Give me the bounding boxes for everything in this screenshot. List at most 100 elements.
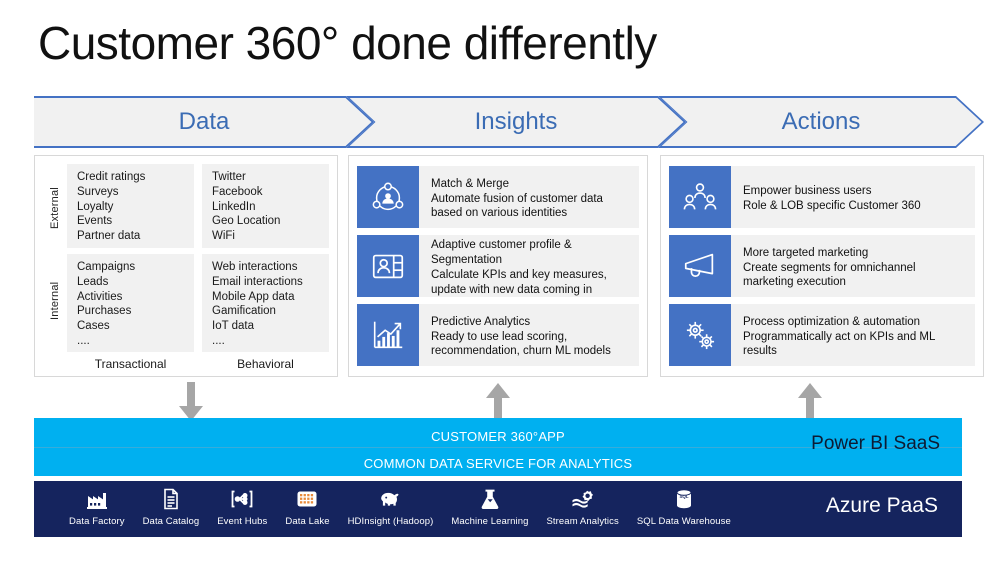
- customer-profile-card-icon: [357, 235, 419, 297]
- stage-label-data: Data: [178, 108, 230, 135]
- azure-service-data-factory[interactable]: Data Factory: [60, 486, 134, 527]
- actions-list: Empower business users Role & LOB specif…: [669, 166, 975, 368]
- stage-chevron-data[interactable]: Data: [34, 96, 374, 148]
- insight-item-adaptive-profile[interactable]: Adaptive customer profile & Segmentation…: [357, 235, 639, 297]
- list-item: Facebook: [212, 185, 263, 198]
- column-label-behavioral: Behavioral: [237, 356, 294, 371]
- data-cells: Credit ratings Surveys Loyalty Events Pa…: [67, 164, 329, 371]
- list-item: Campaigns: [77, 260, 136, 273]
- arrow-up-cds-to-insights-icon: [485, 382, 511, 422]
- list-item: Partner data: [77, 230, 141, 243]
- azure-service-data-catalog[interactable]: Data Catalog: [134, 486, 209, 527]
- list-item: Email interactions: [212, 275, 303, 288]
- cell-external-transactional: Credit ratings Surveys Loyalty Events Pa…: [67, 164, 194, 248]
- action-description: Role & LOB specific Customer 360: [743, 199, 921, 212]
- data-matrix: External Internal Credit ratings Surveys…: [43, 164, 329, 371]
- insight-text: Match & Merge Automate fusion of custome…: [419, 166, 639, 228]
- azure-service-label: HDInsight (Hadoop): [347, 516, 434, 527]
- list-item: Credit ratings: [77, 171, 146, 183]
- cell-internal-transactional: Campaigns Leads Activities Purchases Cas…: [67, 253, 194, 352]
- action-item-empower-users[interactable]: Empower business users Role & LOB specif…: [669, 166, 975, 228]
- azure-service-label: Event Hubs: [217, 516, 268, 527]
- stage-chevron-actions[interactable]: Actions: [658, 96, 984, 148]
- stage-label-insights: Insights: [474, 108, 558, 135]
- svg-text:SQL: SQL: [679, 494, 688, 499]
- list-item: Mobile App data: [212, 290, 295, 303]
- stage-label-actions: Actions: [781, 108, 861, 135]
- business-users-group-icon: [669, 166, 731, 228]
- list-item: Gamification: [212, 305, 276, 318]
- azure-service-machine-learning[interactable]: Machine Learning: [442, 486, 537, 527]
- event-hubs-icon: [230, 486, 254, 512]
- action-text: Empower business users Role & LOB specif…: [731, 166, 975, 228]
- azure-service-label: Stream Analytics: [546, 516, 619, 527]
- action-heading: More targeted marketing: [743, 246, 869, 259]
- list-item: Loyalty: [77, 200, 114, 213]
- list-item: Events: [77, 215, 113, 228]
- azure-service-data-lake[interactable]: Data Lake: [276, 486, 338, 527]
- insight-heading: Predictive Analytics: [431, 315, 531, 328]
- page-title: Customer 360° done differently: [38, 17, 657, 69]
- list-item: Web interactions: [212, 260, 298, 273]
- data-lake-icon: [295, 486, 319, 512]
- row-label-external: External: [49, 187, 61, 229]
- list-item: IoT data: [212, 320, 254, 333]
- chevron-insights-outline: [346, 96, 686, 148]
- predictive-analytics-chart-icon: [357, 304, 419, 366]
- insights-list: Match & Merge Automate fusion of custome…: [357, 166, 639, 368]
- stream-analytics-icon: [571, 486, 595, 512]
- list-item: WiFi: [212, 230, 235, 243]
- action-description: Programmatically act on KPIs and ML resu…: [743, 330, 935, 358]
- action-text: More targeted marketing Create segments …: [731, 235, 975, 297]
- action-item-targeted-marketing[interactable]: More targeted marketing Create segments …: [669, 235, 975, 297]
- cell-internal-behavioral: Web interactions Email interactions Mobi…: [202, 253, 329, 352]
- list-item: Purchases: [77, 305, 132, 318]
- azure-service-event-hubs[interactable]: Event Hubs: [208, 486, 276, 527]
- azure-services-strip: Data Factory Data Catalog: [60, 486, 740, 532]
- cds-divider: [34, 447, 962, 448]
- insight-item-match-merge[interactable]: Match & Merge Automate fusion of custome…: [357, 166, 639, 228]
- list-item: ....: [212, 334, 225, 347]
- insight-description: Calculate KPIs and key measures, update …: [431, 269, 607, 296]
- azure-service-label: Data Catalog: [142, 516, 200, 527]
- data-catalog-icon: [159, 486, 183, 512]
- azure-service-stream-analytics[interactable]: Stream Analytics: [537, 486, 627, 527]
- arrow-down-data-to-cds-icon: [178, 382, 204, 422]
- action-heading: Empower business users: [743, 184, 872, 197]
- data-panel: External Internal Credit ratings Surveys…: [34, 155, 338, 377]
- insight-description: Automate fusion of customer data based o…: [431, 192, 603, 220]
- customer-360-app-label: CUSTOMER 360°APP: [431, 429, 565, 444]
- match-merge-network-icon: [357, 166, 419, 228]
- arrow-up-cds-to-actions-icon: [797, 382, 823, 422]
- list-item: Leads: [77, 275, 109, 288]
- action-text: Process optimization & automation Progra…: [731, 304, 975, 366]
- data-factory-icon: [85, 486, 109, 512]
- hdinsight-elephant-icon: [378, 486, 402, 512]
- azure-paas-bar[interactable]: Data Factory Data Catalog: [34, 481, 962, 537]
- column-label-transactional: Transactional: [94, 356, 167, 371]
- azure-service-label: SQL Data Warehouse: [636, 516, 731, 527]
- power-bi-saas-label: Power BI SaaS: [811, 433, 940, 454]
- machine-learning-flask-icon: [478, 486, 502, 512]
- azure-service-sql-data-warehouse[interactable]: SQL SQL Data Warehouse: [628, 486, 740, 527]
- sql-data-warehouse-icon: SQL: [672, 486, 696, 512]
- data-row-external: Credit ratings Surveys Loyalty Events Pa…: [67, 164, 329, 248]
- stage-chevron-insights[interactable]: Insights: [346, 96, 686, 148]
- list-item: LinkedIn: [212, 200, 256, 213]
- azure-service-hdinsight[interactable]: HDInsight (Hadoop): [339, 486, 443, 527]
- list-item: ....: [77, 334, 90, 347]
- insight-text: Adaptive customer profile & Segmentation…: [419, 235, 639, 297]
- azure-paas-label: Azure PaaS: [825, 494, 938, 517]
- list-item: Twitter: [212, 171, 246, 183]
- list-item: Geo Location: [212, 215, 281, 228]
- megaphone-marketing-icon: [669, 235, 731, 297]
- action-item-process-optimization[interactable]: Process optimization & automation Progra…: [669, 304, 975, 366]
- cell-external-behavioral: Twitter Facebook LinkedIn Geo Location W…: [202, 164, 329, 248]
- common-data-service-bar[interactable]: CUSTOMER 360°APP COMMON DATA SERVICE FOR…: [34, 418, 962, 476]
- data-column-labels: Transactional Behavioral: [67, 354, 329, 374]
- data-row-label-column: External Internal: [43, 164, 67, 368]
- chevron-actions-outline: [658, 96, 984, 148]
- list-item: Surveys: [77, 185, 119, 198]
- insight-item-predictive-analytics[interactable]: Predictive Analytics Ready to use lead s…: [357, 304, 639, 366]
